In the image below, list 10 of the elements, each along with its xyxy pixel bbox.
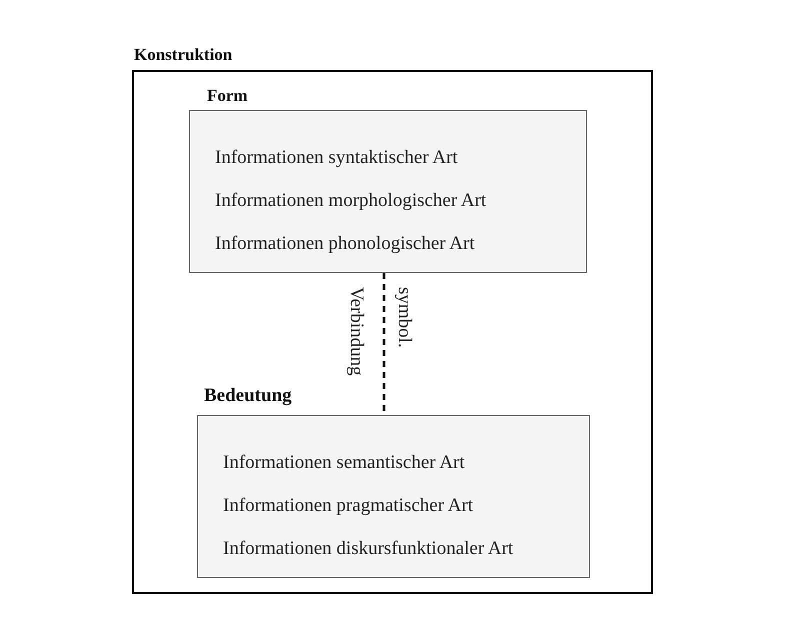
info-text: Informationen morphologischer Art: [215, 190, 486, 212]
info-text: Informationen syntaktischer Art: [215, 147, 458, 169]
group-heading: Form: [207, 86, 248, 106]
info-text: Informationen pragmatischer Art: [223, 495, 474, 517]
group-heading: Konstruktion: [134, 45, 232, 65]
info-text: Informationen diskursfunktionaler Art: [223, 538, 514, 560]
info-text: Informationen semantischer Art: [223, 452, 465, 474]
group-heading: Bedeutung: [204, 385, 292, 407]
info-text: Informationen phonologischer Art: [215, 233, 475, 255]
edge-label: symbol. Verbindung: [345, 287, 416, 378]
